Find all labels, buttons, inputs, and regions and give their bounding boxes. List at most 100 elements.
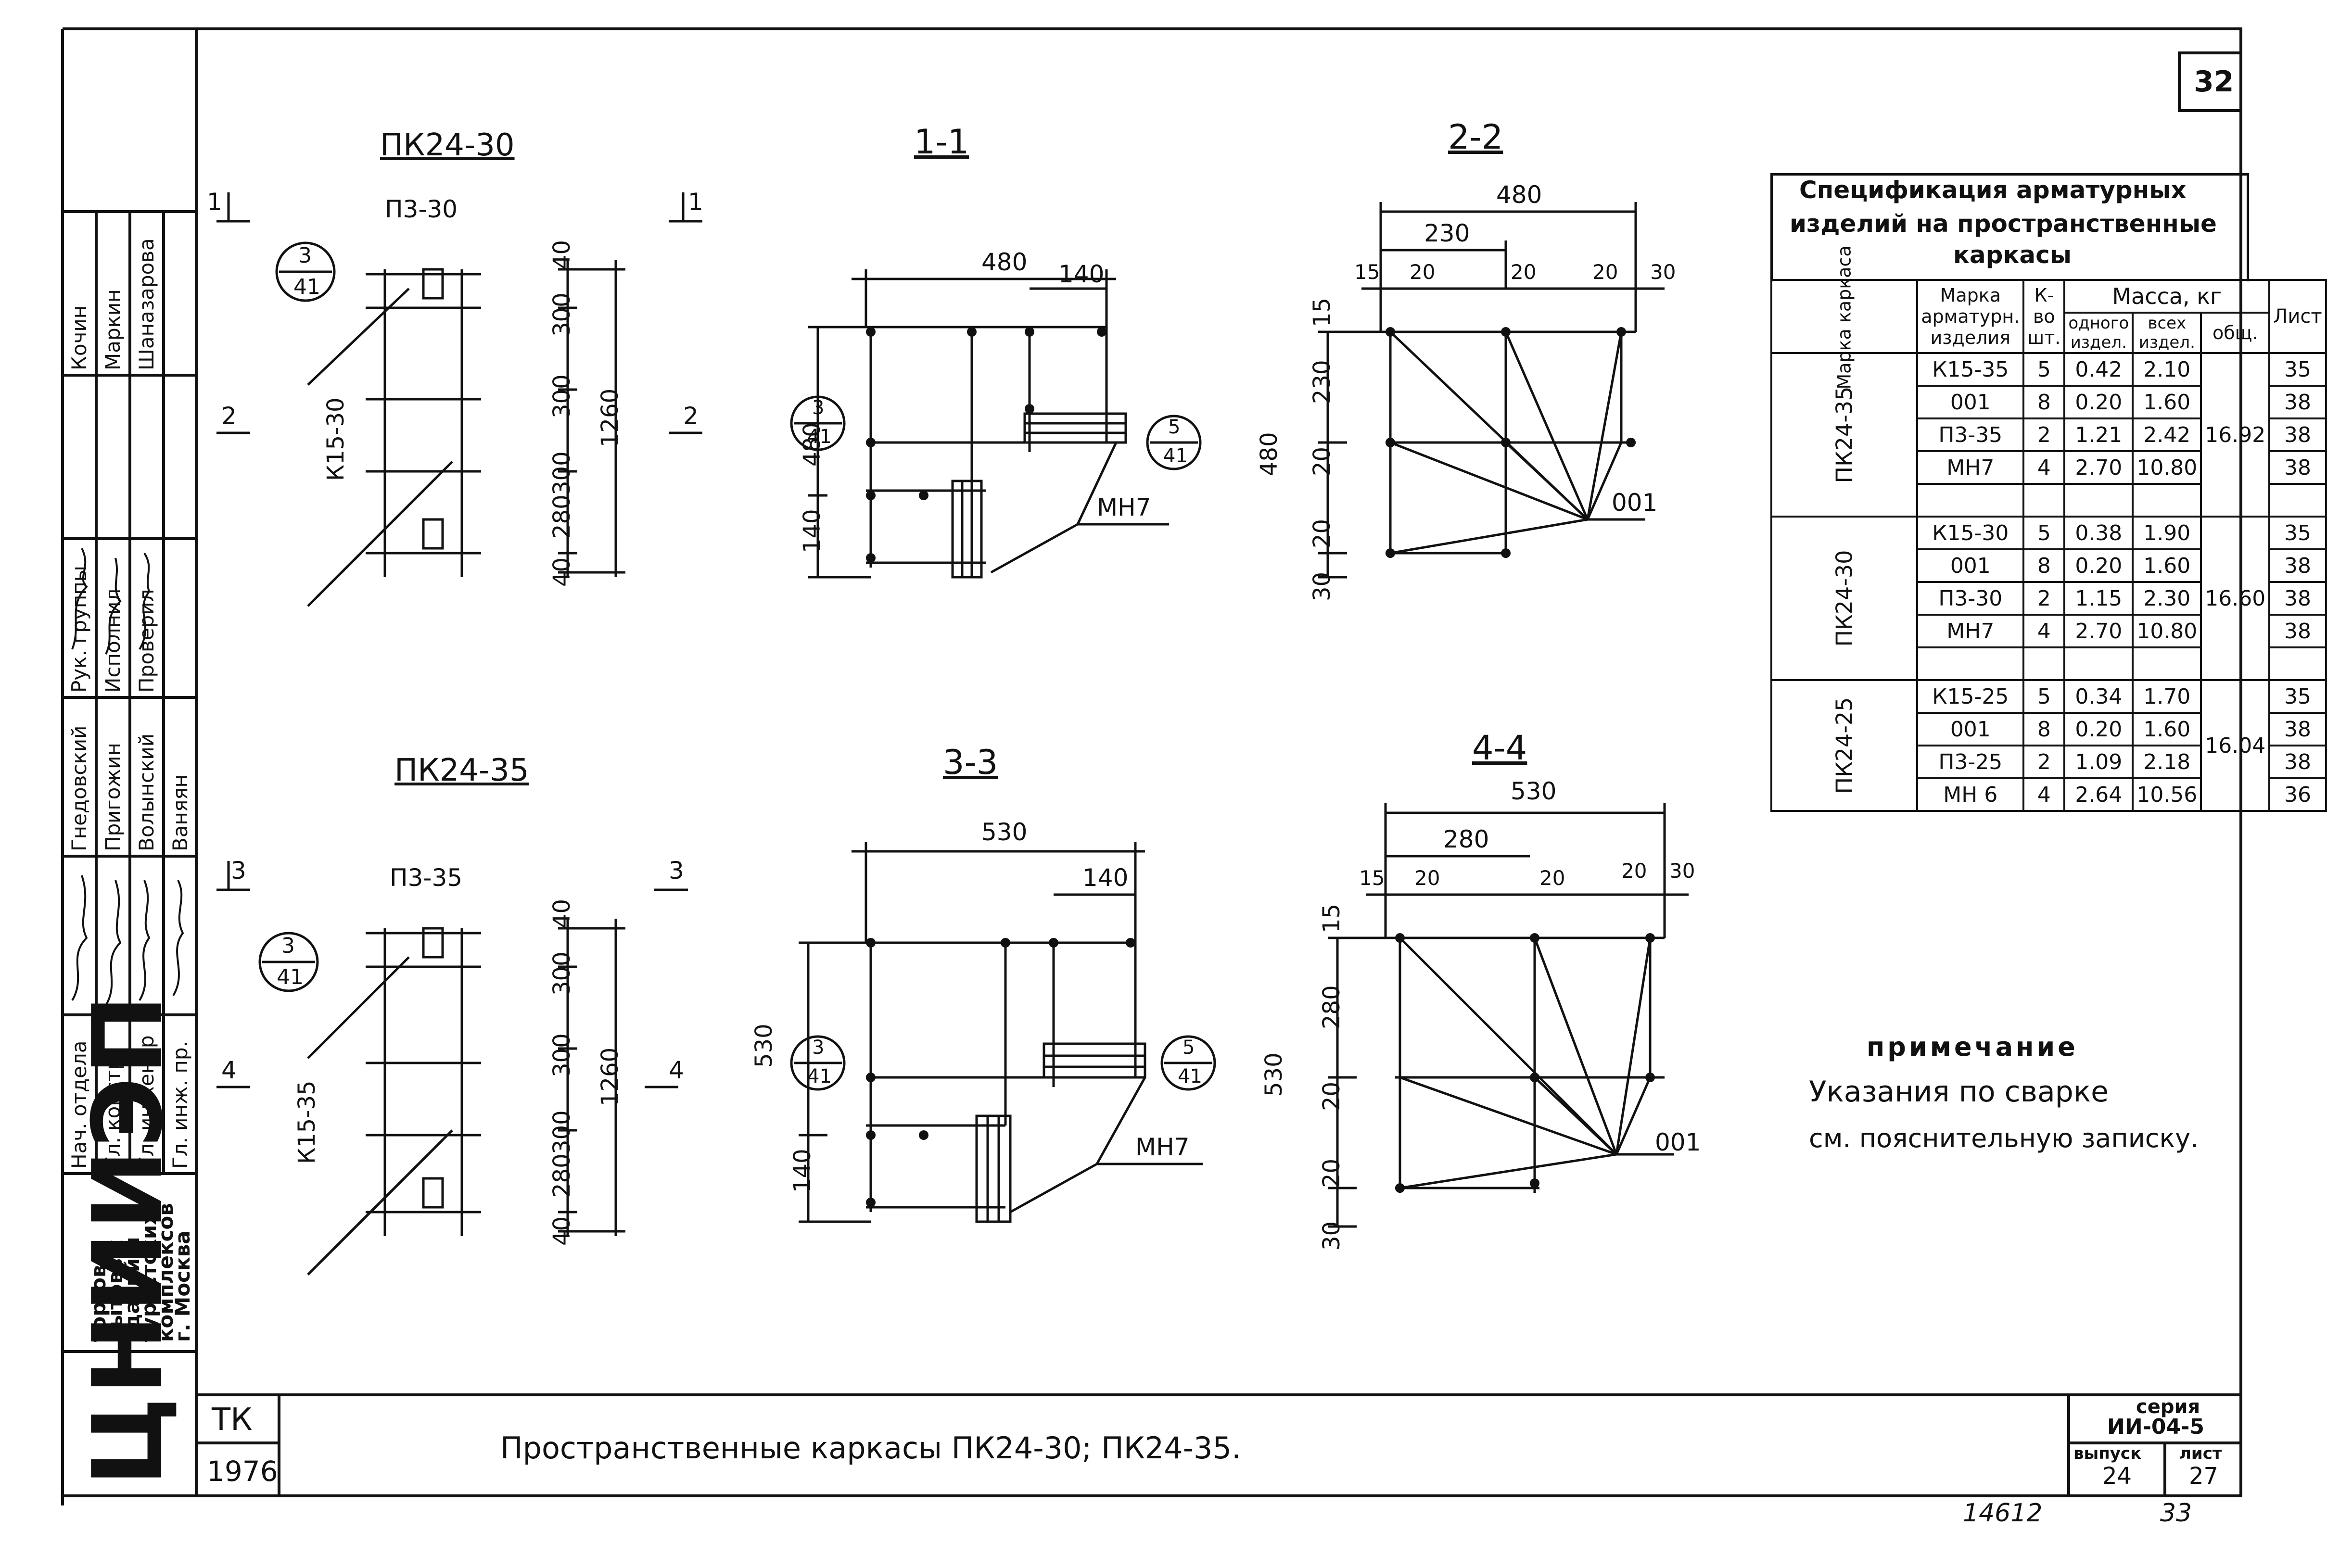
hdr-mass-one: одного издел. [2063,312,2134,354]
cell-all: 1.70 [2132,679,2202,714]
cell-item: 001 [1916,548,2025,583]
cell-one: 1.15 [2063,581,2134,616]
cell-qty: 8 [2022,385,2066,419]
cell-qty: 2 [2022,581,2066,616]
cell-all: 10.80 [2132,614,2202,648]
spec-title-3: каркасы [1953,241,2072,269]
section-2-2-left-4: 20 [1309,518,1335,548]
pk24-35-cut1-left: 3 [231,857,246,885]
cell-all: 2.10 [2132,352,2202,387]
cell-one: 2.70 [2063,450,2134,485]
cell-item: П3-25 [1916,745,2025,779]
cell-sheet: 38 [2268,712,2327,746]
cell-item: К15-25 [1916,679,2025,714]
hdr-mass: Масса, кг [2063,279,2271,314]
pk24-30-bubble-top: 3 [298,243,312,268]
hdr-frame-mark: Марка каркаса [1833,245,1855,390]
note-title: примечание [1867,1032,2078,1062]
table-row-empty [1771,646,2327,681]
hdr-qty: К-во шт. [2022,279,2066,354]
hdr-mass-all: всех издел. [2132,312,2202,354]
table-row: ПК24-25 К15-25 5 0.34 1.70 16.04 35 [1770,679,2327,812]
cell-qty: 8 [2022,712,2066,746]
cell-item: МН7 [1916,450,2025,485]
section-4-4-top-3: 20 [1539,866,1565,890]
section-1-1-bubble1-bottom: 41 [807,426,832,448]
section-1-1-bubble1-top: 3 [812,397,825,419]
table-row: ПК24-35 К15-35 5 0.42 2.10 16.92 35 [1770,352,2327,518]
section-4-4-label: 001 [1655,1128,1701,1156]
sheet-year: 1976 [207,1455,278,1488]
pk24-35-dim-6: 40 [548,1216,575,1246]
section-4-4-width: 530 [1511,777,1557,805]
series-value: ИИ-04-5 [2107,1415,2205,1439]
pk24-30-k15-label: К15-30 [322,397,349,481]
cell-one: 2.64 [2063,777,2134,812]
section-4-4-top-1: 15 [1359,866,1385,890]
pk24-35-p3-label: П3-35 [390,864,463,892]
pk24-30-dim-2: 300 [548,292,575,337]
section-1-1-bottom: 140 [799,509,826,553]
cell-item: К15-35 [1916,352,2025,387]
pk24-30-p3-label: П3-30 [385,195,458,223]
section-2-2-left-1: 15 [1309,297,1335,327]
cell-qty: 8 [2022,548,2066,583]
group-2-total: 16.60 [2200,516,2271,681]
table-row: МН 6 4 2.64 10.56 36 [1771,777,2327,812]
cell-one: 2.70 [2063,614,2134,648]
cell-one: 0.20 [2063,548,2134,583]
section-1-1-bubble2-bottom: 41 [1163,445,1188,467]
cell-qty: 2 [2022,417,2066,452]
section-4-4-inner: 280 [1443,825,1489,853]
cell-one: 0.42 [2063,352,2134,387]
cell-sheet: 35 [2268,516,2327,550]
pk24-35-cut2-right: 4 [669,1056,684,1084]
section-4-4-height: 530 [1260,1052,1287,1097]
pk24-30-dim-5: 280 [548,494,575,539]
cell-qty: 5 [2022,516,2066,550]
section-2-2-top-5: 30 [1650,260,1676,284]
spec-title-2: изделий на пространственные [1790,210,2217,238]
cell-item: 001 [1916,712,2025,746]
cell-all: 10.56 [2132,777,2202,812]
table-row: МН7 4 2.70 10.80 38 [1771,614,2327,648]
table-row: 001 8 0.20 1.60 38 [1771,385,2327,419]
cell-one: 0.34 [2063,679,2134,714]
cell-sheet: 36 [2268,777,2327,812]
cell-all: 2.42 [2132,417,2202,452]
section-3-3-height: 530 [750,1024,777,1068]
section-2-2-height: 480 [1256,432,1283,476]
pk24-35-k15-label: К15-35 [293,1080,320,1164]
cell-all: 2.18 [2132,745,2202,779]
cell-item: 001 [1916,385,2025,419]
archive-page: 33 [2160,1499,2192,1528]
cell-one: 1.09 [2063,745,2134,779]
pk24-35-title: ПК24-35 [394,753,529,788]
pk24-30-dim-6: 40 [548,557,575,587]
hdr-sheet: Лист [2268,279,2327,354]
pk24-30-cut1-right: 1 [688,188,703,216]
section-3-3-right: 140 [1082,864,1129,892]
section-4-4-left-1: 15 [1318,903,1345,933]
section-3-3-bubble1-bottom: 41 [807,1065,832,1087]
page-number: 32 [2194,65,2234,99]
pk24-30-dim-3: 300 [548,374,575,418]
cell-sheet: 38 [2268,385,2327,419]
section-4-4-left-2: 280 [1318,985,1345,1029]
table-row: МН7 4 2.70 10.80 38 [1771,450,2327,485]
section-2-2-left-2: 230 [1309,360,1335,404]
issue-value: 24 [2102,1463,2132,1490]
cell-sheet: 38 [2268,417,2327,452]
section-3-3-title: 3-3 [943,743,998,782]
pk24-30-total: 1260 [597,388,623,447]
section-3-3-bubble1-top: 3 [812,1037,825,1059]
pk24-30-title: ПК24-30 [380,127,515,163]
pk24-35-cut1-right: 3 [669,857,684,885]
cell-qty: 4 [2022,777,2066,812]
table-row: 001 8 0.20 1.60 38 [1771,548,2327,583]
hdr-mass-total: общ. [2200,312,2271,354]
sheet-code: ТК [212,1402,253,1438]
cell-sheet: 38 [2268,548,2327,583]
